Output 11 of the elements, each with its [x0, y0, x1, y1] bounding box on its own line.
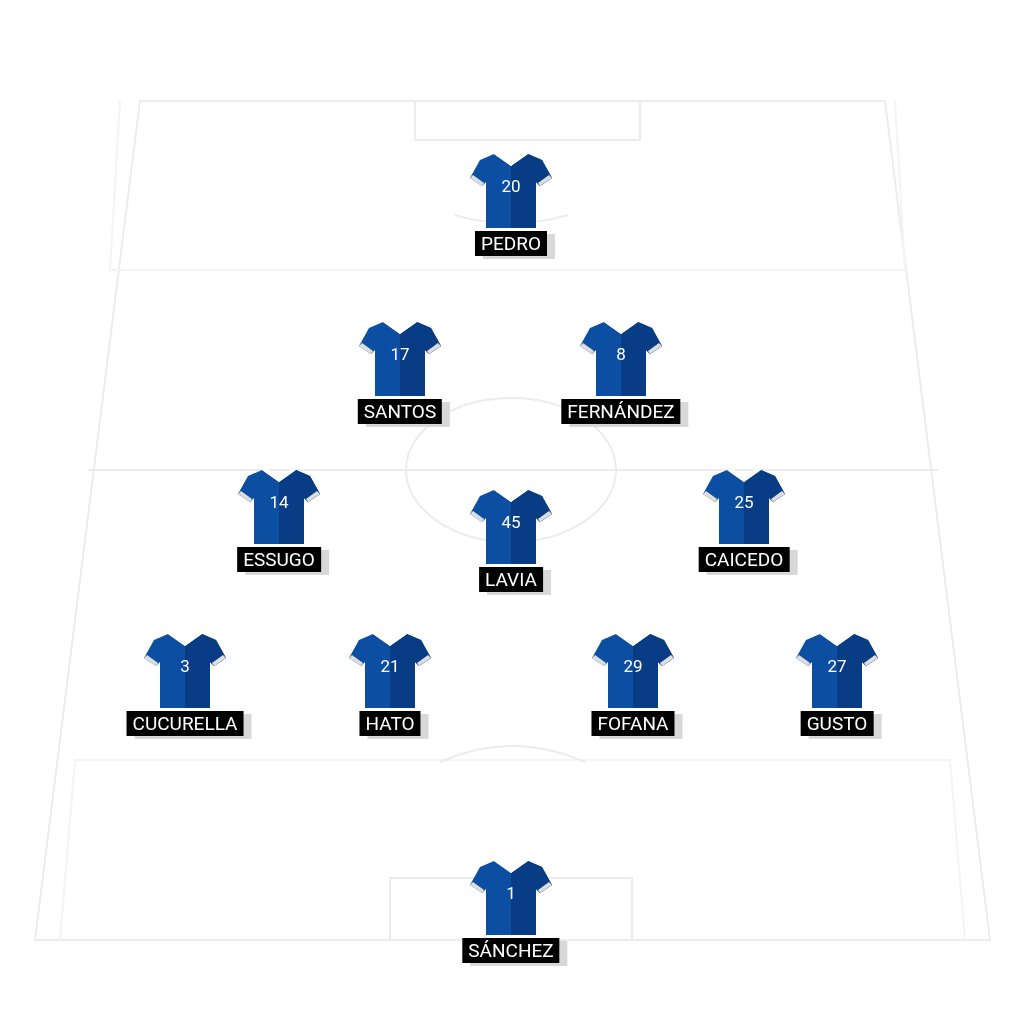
jersey-number: 29 — [623, 656, 643, 676]
jersey-number: 21 — [380, 656, 400, 676]
jersey-number: 14 — [269, 492, 289, 512]
jersey-number: 27 — [827, 656, 847, 676]
jersey-number: 8 — [616, 344, 626, 364]
jersey-number: 25 — [734, 492, 754, 512]
jersey-number: 17 — [390, 344, 410, 364]
jersey-number: 45 — [501, 512, 521, 532]
jersey-number: 3 — [180, 656, 190, 676]
jersey-number: 20 — [501, 176, 521, 196]
jersey-number: 1 — [506, 883, 516, 903]
